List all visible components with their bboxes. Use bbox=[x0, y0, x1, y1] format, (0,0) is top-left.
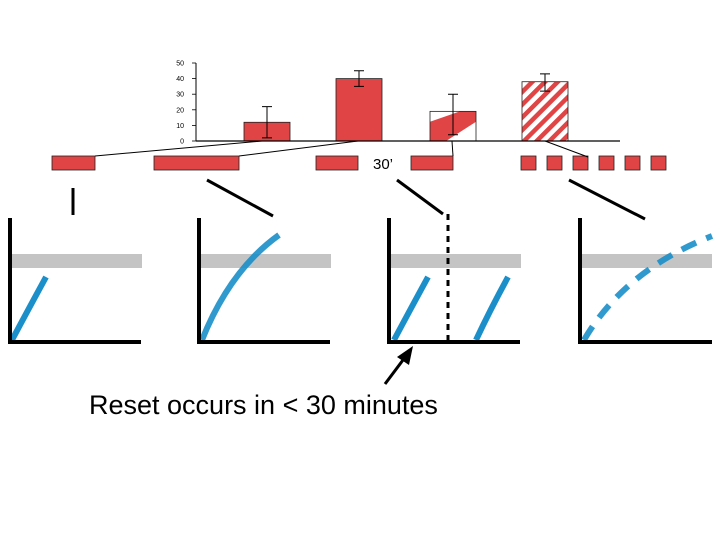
bar-chart: 0 10 20 30 40 50 bbox=[176, 61, 620, 146]
panel-1 bbox=[8, 218, 142, 344]
reset-arrow bbox=[383, 346, 413, 385]
y-tick-label: 10 bbox=[176, 123, 184, 130]
error-bar bbox=[354, 70, 364, 87]
response-curve bbox=[9, 275, 49, 342]
bar-4 bbox=[521, 73, 569, 142]
threshold-band bbox=[391, 254, 521, 268]
response-curve-1 bbox=[391, 275, 431, 342]
protocol-4-pulse bbox=[650, 155, 667, 171]
panel-2 bbox=[197, 218, 331, 344]
bar-connectors bbox=[94, 140, 589, 158]
threshold-band bbox=[582, 254, 712, 268]
response-curve-dashed bbox=[581, 233, 714, 342]
protocol-1-pulse bbox=[51, 155, 96, 171]
bar-3 bbox=[429, 93, 477, 142]
protocol-2-pulse bbox=[153, 155, 240, 171]
response-curve-2 bbox=[473, 275, 511, 342]
panel-axes bbox=[8, 218, 141, 344]
y-ticks: 0 10 20 30 40 50 bbox=[176, 61, 196, 146]
bar-2 bbox=[335, 70, 383, 142]
y-tick-label: 20 bbox=[176, 107, 184, 114]
protocol-row bbox=[51, 155, 667, 171]
threshold-band bbox=[12, 254, 142, 268]
y-tick-label: 40 bbox=[176, 76, 184, 83]
bars bbox=[243, 70, 569, 142]
y-tick-label: 30 bbox=[176, 92, 184, 99]
response-curve bbox=[199, 232, 281, 342]
caption: Reset occurs in < 30 minutes bbox=[89, 390, 438, 420]
panel-axes bbox=[578, 218, 712, 344]
panel-axes bbox=[197, 218, 330, 344]
error-bar bbox=[262, 106, 272, 139]
panel-3 bbox=[387, 214, 521, 344]
protocol-4-pulse bbox=[546, 155, 563, 171]
panel-connectors bbox=[71, 178, 646, 221]
gap-label: 30’ bbox=[373, 156, 393, 173]
y-tick-label: 50 bbox=[176, 61, 184, 68]
protocol-4-pulse bbox=[598, 155, 615, 171]
threshold-band bbox=[201, 254, 331, 268]
protocol-4-pulse bbox=[572, 155, 589, 171]
protocol-4-pulse bbox=[624, 155, 641, 171]
protocol-4-pulse bbox=[520, 155, 537, 171]
protocol-3-pulse-b bbox=[410, 155, 454, 171]
protocol-3-pulse-a bbox=[315, 155, 359, 171]
error-bar bbox=[448, 93, 458, 136]
bar-1 bbox=[243, 106, 291, 142]
y-tick-label: 0 bbox=[180, 139, 184, 146]
error-bar bbox=[540, 73, 550, 92]
panel-4 bbox=[578, 218, 714, 344]
panel-axes bbox=[387, 218, 520, 344]
bar-rect bbox=[335, 78, 383, 142]
